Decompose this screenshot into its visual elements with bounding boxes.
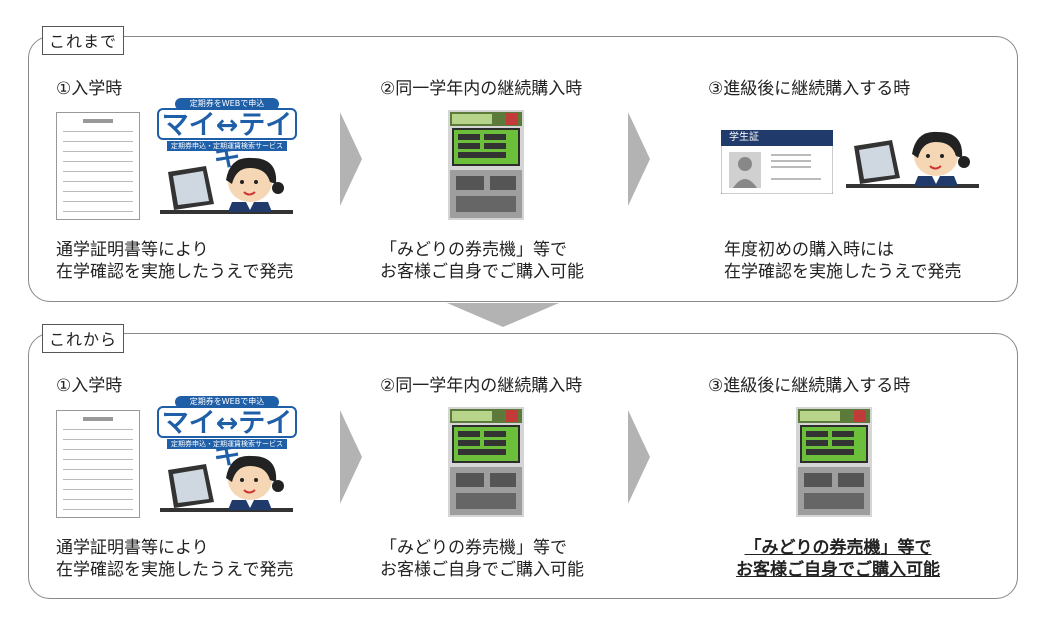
- after-step3-caption: 「みどりの券売機」等で お客様ご自身でご購入可能: [736, 538, 940, 580]
- before-step1-title: ①入学時: [56, 79, 123, 99]
- staff-with-computer-icon-3: [160, 455, 293, 512]
- certificate-document-icon-2: [56, 410, 140, 518]
- after-step1-caption: 通学証明書等により 在学確認を実施したうえで発売: [56, 538, 294, 580]
- after-step3-title: ③進級後に継続購入する時: [708, 376, 911, 396]
- before-step2-title: ②同一学年内の継続購入時: [380, 79, 583, 99]
- after-arrow-2: [628, 410, 650, 504]
- my-teiki-logo: 定期券をWEBで申込 マイ↔テイキ 定期券申込・定期運賃検索サービス: [157, 98, 297, 173]
- transition-down-arrow: [447, 303, 559, 327]
- before-arrow-2: [628, 112, 650, 206]
- ticket-machine-icon-3: [796, 407, 872, 517]
- staff-with-computer-icon: [160, 157, 293, 214]
- after-step1-title: ①入学時: [56, 376, 123, 396]
- after-arrow-1: [340, 410, 362, 504]
- staff-with-computer-icon-2: [846, 131, 979, 188]
- after-tag: これから: [42, 324, 125, 353]
- after-step2-title: ②同一学年内の継続購入時: [380, 376, 583, 396]
- student-card-label: 学生証: [729, 132, 759, 143]
- before-step3-title: ③進級後に継続購入する時: [708, 79, 911, 99]
- before-step3-caption: 年度初めの購入時には 在学確認を実施したうえで発売: [724, 240, 962, 282]
- ticket-machine-icon-2: [448, 407, 524, 517]
- before-step1-caption: 通学証明書等により 在学確認を実施したうえで発売: [56, 240, 294, 282]
- after-step2-caption: 「みどりの券売機」等で お客様ご自身でご購入可能: [380, 538, 584, 580]
- student-card-icon: [721, 130, 833, 194]
- before-tag: これまで: [42, 26, 125, 55]
- before-arrow-1: [340, 112, 362, 206]
- ticket-machine-icon: [448, 110, 524, 220]
- certificate-document-icon: [56, 112, 140, 220]
- before-step2-caption: 「みどりの券売機」等で お客様ご自身でご購入可能: [380, 240, 584, 282]
- my-teiki-logo-2: 定期券をWEBで申込 マイ↔テイキ 定期券申込・定期運賃検索サービス: [157, 396, 297, 471]
